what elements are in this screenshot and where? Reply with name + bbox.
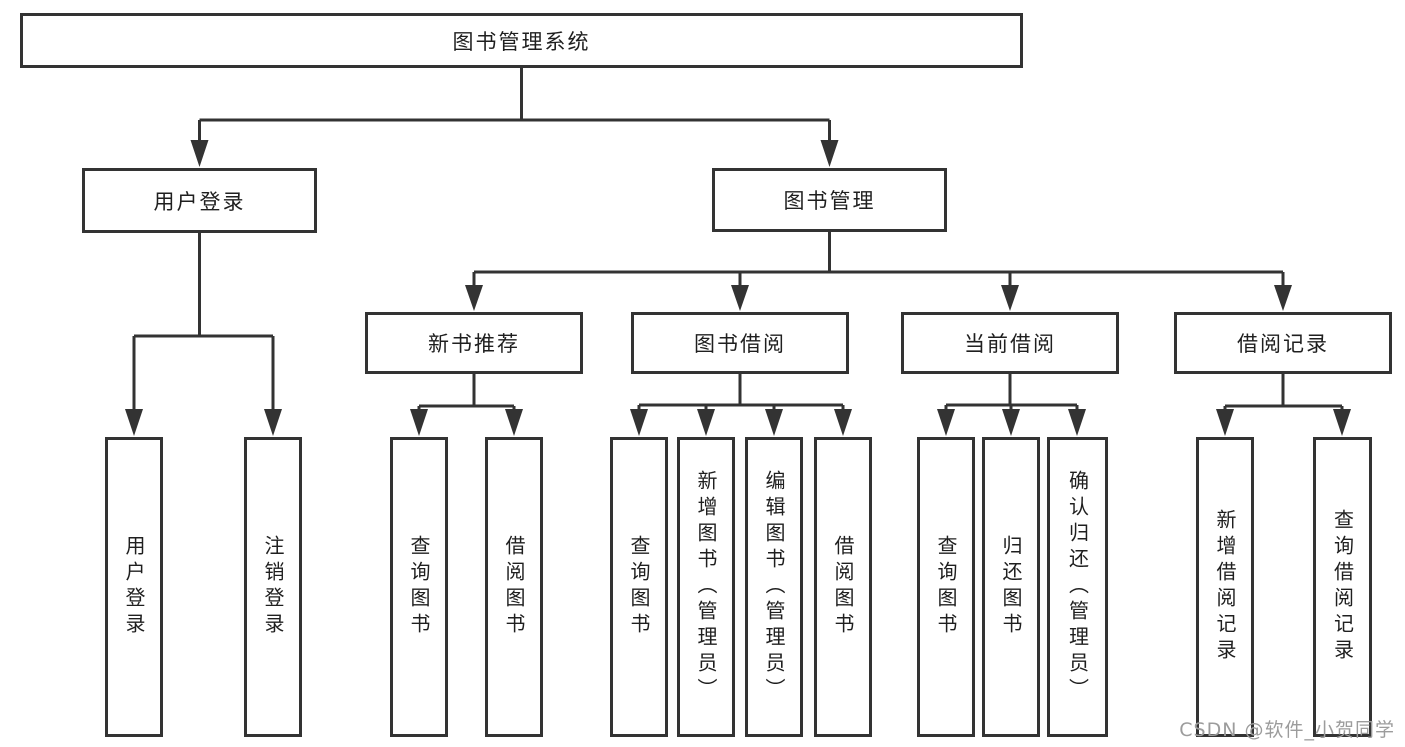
node-new-book-recommend: 新书推荐 [365,312,583,374]
node-current-confirm-return-admin: 确认归还（管理员） [1047,437,1108,737]
node-label: 查询图书 [934,535,958,639]
node-label: 编辑图书（管理员） [762,470,786,704]
node-borrow-edit-books-admin: 编辑图书（管理员） [745,437,803,737]
node-label: 用户登录 [153,189,246,214]
node-user-login: 用户登录 [105,437,163,737]
node-label: 确认归还（管理员） [1065,470,1090,704]
node-borrow-add-books-admin: 新增图书（管理员） [677,437,735,737]
node-label: 查询图书 [407,535,431,639]
node-label: 当前借阅 [964,332,1056,356]
node-records-query-borrow-record: 查询借阅记录 [1313,437,1372,737]
node-book-management: 图书管理 [712,168,947,232]
node-rec-borrow-books: 借阅图书 [485,437,543,737]
node-current-return-books: 归还图书 [982,437,1040,737]
node-logout-login: 注销登录 [244,437,302,737]
node-label: 新增图书（管理员） [694,470,718,704]
node-label: 用户登录 [122,535,146,639]
node-user-login-branch: 用户登录 [82,168,317,233]
node-label: 借阅记录 [1237,332,1329,356]
node-label: 新书推荐 [428,332,520,356]
node-book-borrow: 图书借阅 [631,312,849,374]
node-records-add-borrow-record: 新增借阅记录 [1196,437,1254,737]
arrowheads [125,140,1351,436]
node-label: 借阅图书 [831,535,855,639]
node-label: 查询图书 [627,535,651,639]
node-current-borrow: 当前借阅 [901,312,1119,374]
node-label: 图书管理系统 [452,29,591,54]
node-label: 查询借阅记录 [1330,509,1355,665]
node-library-management-system: 图书管理系统 [20,13,1023,68]
node-label: 图书管理 [783,189,876,213]
node-current-query-books: 查询图书 [917,437,975,737]
csdn-watermark: CSDN @软件_小贺同学 [1179,719,1395,741]
node-borrow-records: 借阅记录 [1174,312,1392,374]
node-label: 新增借阅记录 [1213,509,1237,665]
node-rec-query-books: 查询图书 [390,437,448,737]
node-label: 借阅图书 [502,535,526,639]
node-borrow-query-books: 查询图书 [610,437,668,737]
node-label: 归还图书 [999,535,1023,639]
node-borrow-borrow-books: 借阅图书 [814,437,872,737]
node-label: 图书借阅 [694,332,786,356]
node-label: 注销登录 [261,535,285,639]
